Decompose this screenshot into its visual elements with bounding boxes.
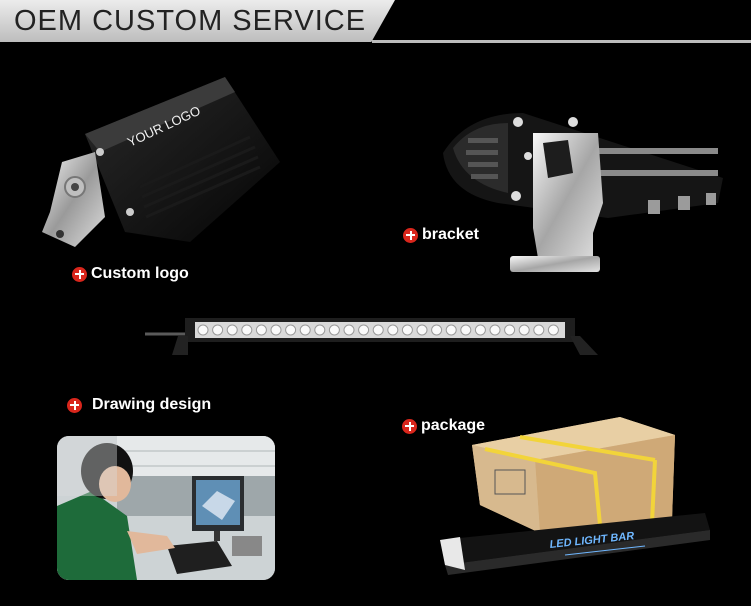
led-dot bbox=[299, 324, 311, 336]
led-dot bbox=[358, 324, 370, 336]
led-dot bbox=[489, 324, 501, 336]
custom-logo-lightbar-image: YOUR LOGO bbox=[42, 77, 280, 247]
package-box-image: LED LIGHT BAR bbox=[440, 417, 710, 575]
led-dot bbox=[518, 324, 530, 336]
led-dot bbox=[431, 324, 443, 336]
led-dot bbox=[226, 324, 238, 336]
bracket-label: bracket bbox=[403, 226, 479, 244]
led-dot bbox=[474, 324, 486, 336]
led-dot bbox=[445, 324, 457, 336]
custom-logo-label: Custom logo bbox=[72, 265, 189, 283]
led-dot bbox=[504, 324, 516, 336]
led-dot bbox=[401, 324, 413, 336]
single-row-lightbar-image bbox=[145, 318, 598, 355]
led-dot bbox=[255, 324, 267, 336]
led-dot bbox=[547, 324, 559, 336]
drawing-design-text: Drawing design bbox=[92, 396, 212, 413]
plus-icon bbox=[402, 418, 417, 434]
drawing-design-label: Drawing design bbox=[67, 396, 211, 414]
package-label: package bbox=[402, 417, 485, 435]
led-dot bbox=[270, 324, 282, 336]
package-text: package bbox=[421, 417, 486, 434]
header-divider bbox=[372, 40, 751, 43]
bracket-lightbar-image bbox=[443, 113, 723, 272]
led-dot bbox=[328, 324, 340, 336]
drawing-design-photo bbox=[57, 436, 275, 580]
led-dot bbox=[460, 324, 472, 336]
led-dot bbox=[533, 324, 545, 336]
plus-icon bbox=[67, 397, 82, 413]
custom-logo-text: Custom logo bbox=[91, 265, 189, 282]
led-dot bbox=[372, 324, 384, 336]
header: OEM CUSTOM SERVICE bbox=[0, 0, 751, 46]
page-title: OEM CUSTOM SERVICE bbox=[14, 5, 367, 37]
led-dot bbox=[197, 324, 209, 336]
plus-icon bbox=[72, 266, 87, 282]
led-dot bbox=[212, 324, 224, 336]
plus-icon bbox=[403, 227, 418, 243]
led-dot bbox=[285, 324, 297, 336]
header-banner bbox=[0, 0, 395, 42]
led-dot bbox=[387, 324, 399, 336]
led-dot bbox=[416, 324, 428, 336]
led-dot bbox=[241, 324, 253, 336]
led-dot bbox=[314, 324, 326, 336]
bracket-text: bracket bbox=[422, 226, 479, 243]
led-dot bbox=[343, 324, 355, 336]
